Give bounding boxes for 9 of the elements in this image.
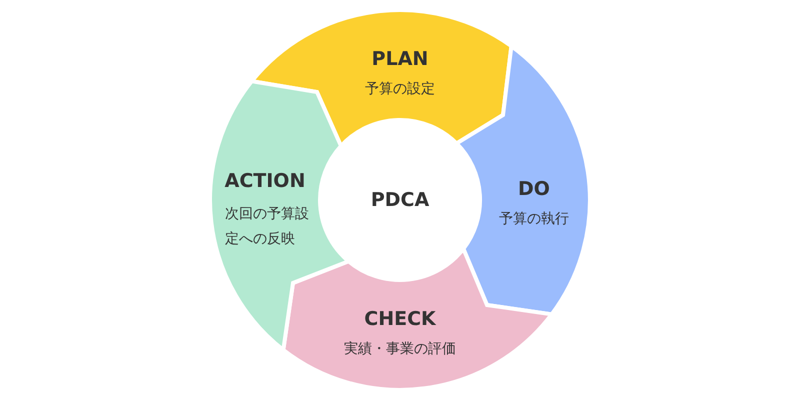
- step-title: PLAN: [372, 48, 428, 70]
- step-description: 実績・事業の評価: [344, 340, 456, 358]
- step-description: 予算の設定: [365, 80, 435, 98]
- step-description: 次回の予算設定への反映: [225, 205, 310, 249]
- step-title: ACTION: [224, 170, 306, 192]
- center-title: PDCA: [370, 189, 430, 211]
- step-title: CHECK: [364, 308, 436, 330]
- step-title: DO: [518, 178, 550, 200]
- step-description: 予算の執行: [499, 210, 569, 228]
